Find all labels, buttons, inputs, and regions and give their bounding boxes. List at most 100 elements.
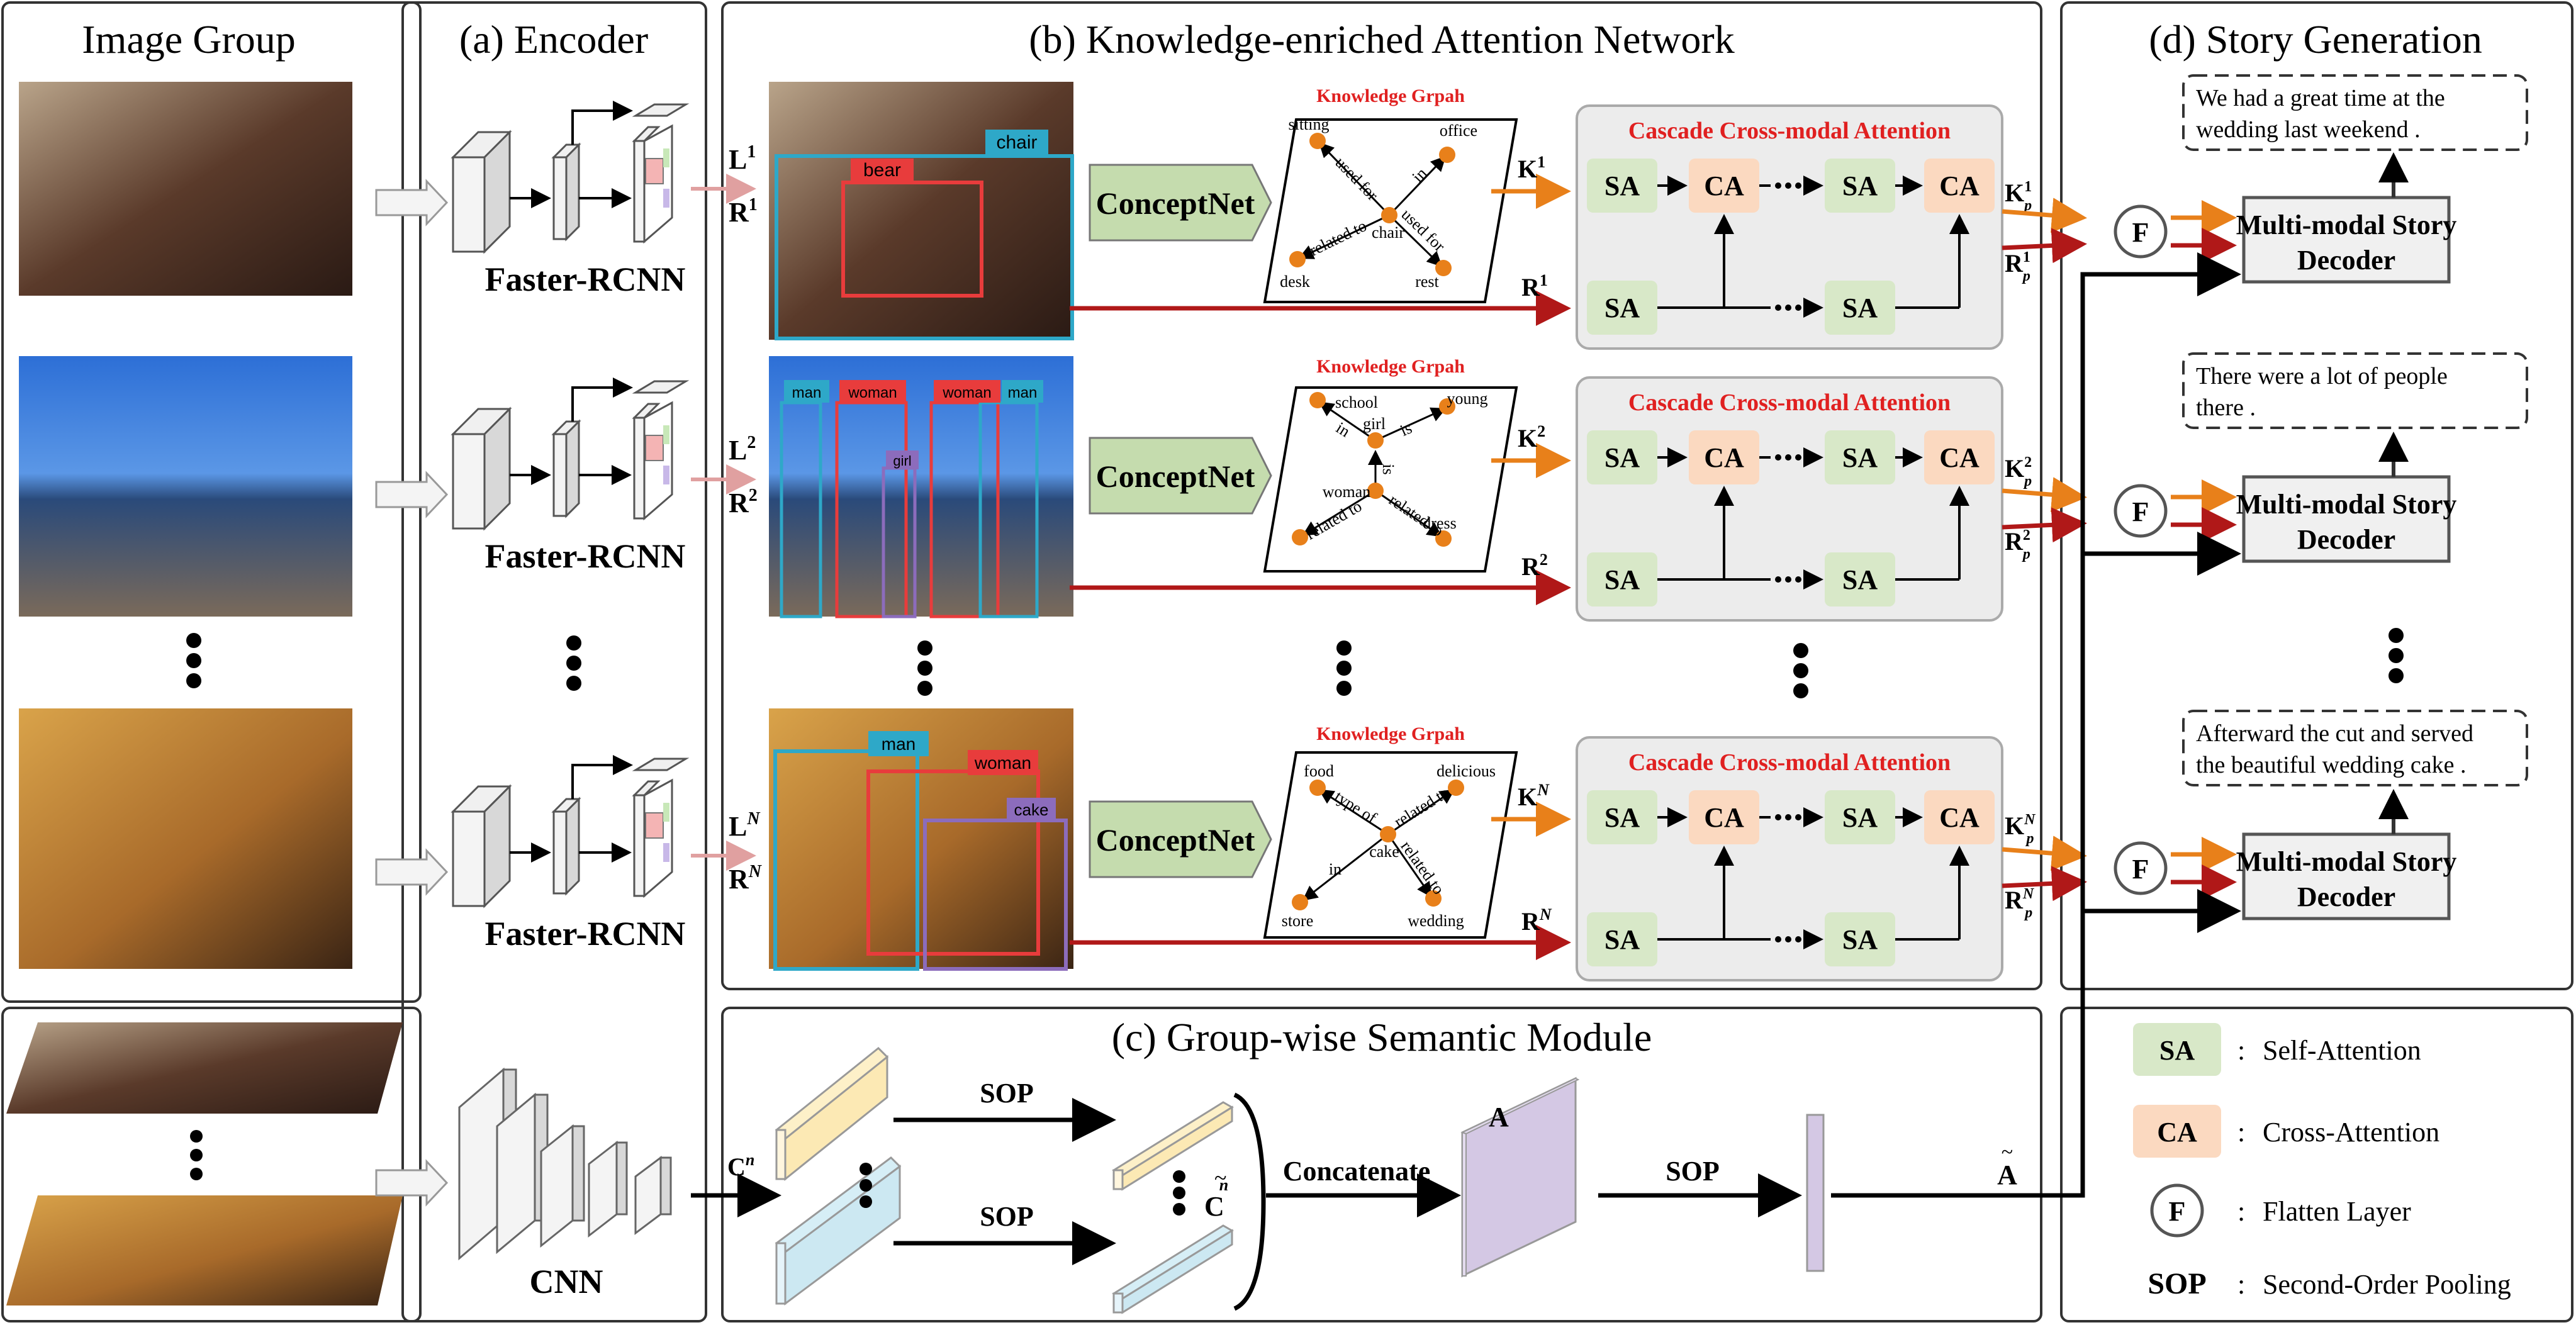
svg-text:SOP: SOP [980,1078,1034,1109]
svg-text:SA: SA [1604,564,1640,595]
A-symbol: A [1489,1102,1509,1132]
conceptnet-box-1 [1089,164,1272,242]
svg-text:CA: CA [1939,171,1980,201]
svg-text:SOP: SOP [2148,1267,2206,1300]
KN-symbol: KN [1518,781,1550,811]
r-arrows [1070,291,1571,960]
L2-symbol: L2 [729,433,756,466]
svg-text:Knowledge Grpah: Knowledge Grpah [1316,356,1465,377]
encoder-frame [401,1,707,1322]
svg-text:F: F [2132,496,2149,527]
decoder-3 [2242,832,2451,920]
svg-text:F: F [2132,217,2149,248]
knowledge-graph-2: Knowledge Grpah school girl young woman … [1263,356,1518,573]
svg-text:sitting: sitting [1288,115,1329,133]
cascade-block-2: Cascade Cross-modal Attention SA CA SA C… [1576,376,2003,622]
group-semantic-module: Cn SOP SOP Cn ~ Concatenate A [691,1046,2017,1314]
RN-symbol: RN [729,862,763,895]
conceptnet-boxes: ConceptNet ConceptNet ConceptNet [1089,164,1272,878]
image-group-title: Image Group [82,17,295,62]
label-woman-1: woman [848,384,897,401]
svg-text:SA: SA [1842,802,1878,833]
encoder-ellipsis [566,635,581,691]
svg-text:F: F [2132,854,2149,885]
svg-text:store: store [1282,912,1314,930]
svg-text:chair: chair [996,132,1037,153]
R2-symbol: R2 [729,486,758,518]
A-tilde-vector [1806,1114,1825,1272]
label-man-1: man [792,384,822,401]
group-semantic-title: (c) Group-wise Semantic Module [1112,1015,1652,1059]
image-thumbnails [6,82,403,1305]
svg-text:SA: SA [1842,924,1878,955]
k-labels: K1 K2 KN [1518,153,1550,811]
cnn-block [458,1067,672,1261]
svg-text:SA: SA [1842,442,1878,473]
svg-text:ConceptNet: ConceptNet [1096,459,1255,494]
flatten-circles: F F F [2114,204,2168,895]
legend: SA : Self-Attention CA : Cross-Attention… [2133,1023,2511,1300]
stack-image-top [6,1022,403,1114]
svg-text:SA: SA [1604,171,1640,201]
svg-text:SOP: SOP [980,1201,1034,1232]
svg-text:SA: SA [1604,442,1640,473]
svg-text:CA: CA [1939,442,1980,473]
svg-text:Decoder: Decoder [2297,245,2395,276]
faster-rcnn-block-3: Faster-RCNN [451,755,690,953]
story-generation-title: (d) Story Generation [2149,17,2482,62]
legend-sa-swatch [2133,1023,2221,1076]
label-woman-2: woman [942,384,991,401]
svg-text::: : [2237,1196,2245,1227]
label-tag-chair [985,130,1048,155]
group-semantic-frame [721,1007,2042,1322]
group-feature-line [1831,252,2241,1198]
decoder-inputs [2171,200,2237,900]
image-stack-frame [1,1007,422,1322]
cnn-label: CNN [530,1263,603,1300]
svg-text:desk: desk [1280,272,1310,291]
svg-text:ConceptNet: ConceptNet [1096,186,1255,221]
svg-text:CA: CA [1939,802,1980,833]
svg-text:Decoder: Decoder [2297,881,2395,912]
r-labels: R1 R2 RN [1521,271,1552,936]
graph-ellipsis [1336,640,1352,696]
stack-ellipsis [190,1130,203,1180]
photo-chairs [19,82,352,296]
input-arrows [375,179,449,1207]
svg-text:SA: SA [1842,564,1878,595]
svg-text:Second-Order Pooling: Second-Order Pooling [2263,1269,2511,1300]
svg-text:Knowledge Grpah: Knowledge Grpah [1316,86,1465,106]
legend-frame [2060,1007,2573,1322]
encoder-title: (a) Encoder [459,17,648,62]
cascade-ellipsis [1793,643,1808,698]
svg-text:chair: chair [1372,223,1404,242]
svg-text:Knowledge Grpah: Knowledge Grpah [1316,724,1465,744]
image-ellipsis [186,633,201,688]
input-arrow-1 [375,179,449,226]
svg-text:CA: CA [1704,802,1744,833]
knowledge-graph-3: Knowledge Grpah food delicious store wed… [1263,724,1518,939]
photo-cake-cutting [19,708,352,969]
svg-text:girl: girl [1363,415,1386,433]
faster-rcnn-block-2: Faster-RCNN [451,377,690,575]
svg-text:woman: woman [1323,483,1371,501]
svg-text:school: school [1335,393,1378,411]
svg-text:Multi-modal Story: Multi-modal Story [2236,489,2457,520]
svg-text:SA: SA [1604,293,1640,323]
conceptnet-box-3 [1089,800,1272,878]
label-girl: girl [893,453,911,469]
detection-image-3: man woman cake [769,708,1073,971]
story-decoders: Multi-modal Story Decoder Multi-modal St… [2236,196,2457,920]
label-man-2: man [1008,384,1038,401]
K1-symbol: K1 [1518,153,1545,183]
decoder-2 [2242,475,2451,563]
C-tilde-n-symbol: Cn [1204,1176,1228,1222]
svg-text:Multi-modal Story: Multi-modal Story [2236,210,2457,240]
svg-text:Self-Attention: Self-Attention [2263,1035,2421,1066]
